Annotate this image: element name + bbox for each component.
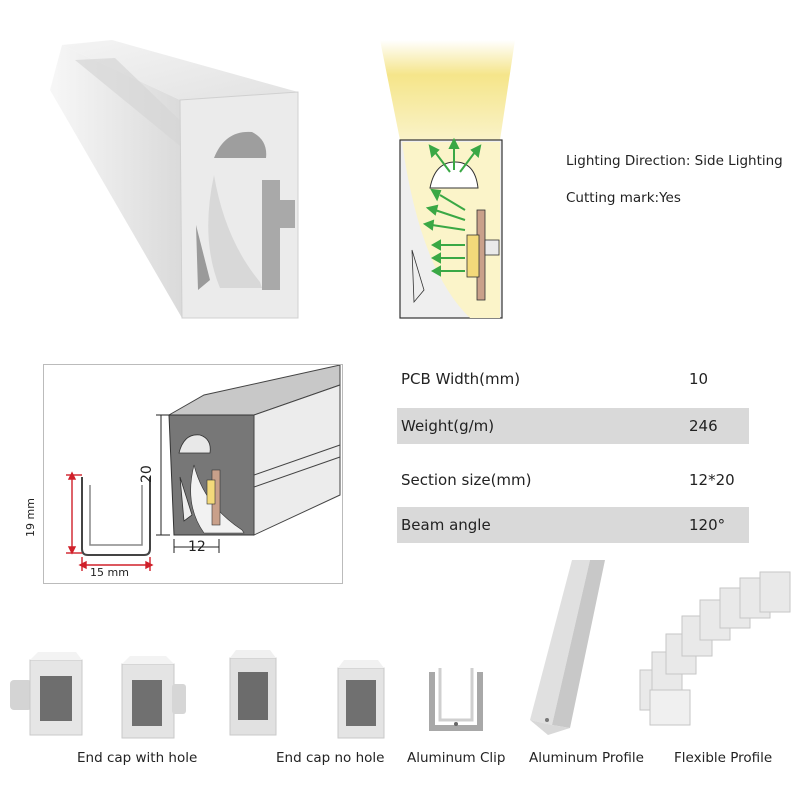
clip-height-label: 19 mm [24, 498, 37, 537]
spec-value: 10 [689, 370, 709, 388]
accessories-images [10, 560, 791, 739]
spec-row: Weight(g/m) 246 [397, 408, 749, 444]
clip-width-label: 15 mm [90, 566, 129, 579]
aluminum-clip-label: Aluminum Clip [407, 750, 506, 766]
end-cap-no-hole-image-2 [337, 660, 385, 739]
flexible-profile-label: Flexible Profile [674, 750, 773, 766]
aluminum-clip-image [429, 668, 483, 731]
aluminum-profile-image [530, 560, 605, 735]
spec-label: Weight(g/m) [401, 417, 495, 435]
spec-label: PCB Width(mm) [401, 370, 521, 388]
flexible-profile-image [639, 571, 791, 726]
light-direction-diagram [380, 40, 515, 319]
spec-value: 246 [689, 417, 718, 435]
spec-label: Beam angle [401, 516, 491, 534]
end-cap-hole-image [121, 656, 186, 739]
end-cap-with-hole-label: End cap with hole [77, 750, 198, 766]
spec-row: Beam angle 120° [397, 507, 749, 543]
spec-label: Section size(mm) [401, 471, 532, 489]
end-cap-no-hole-label: End cap no hole [276, 750, 385, 766]
end-cap-with-hole-image [10, 652, 83, 736]
dimension-drawing-box: 19 mm 15 mm 20 12 [24, 364, 343, 584]
profile-width-label: 12 [188, 539, 206, 555]
spec-value: 12*20 [689, 471, 735, 489]
profile-height-label: 20 [139, 465, 155, 483]
spec-row: Section size(mm) 12*20 [397, 462, 749, 498]
spec-row: PCB Width(mm) 10 [397, 361, 749, 397]
end-cap-no-hole-image [229, 650, 277, 736]
cutting-mark-text: Cutting mark:Yes [566, 190, 681, 206]
spec-value: 120° [689, 516, 726, 534]
lighting-direction-text: Lighting Direction: Side Lighting [566, 153, 783, 169]
dimension-drawing [66, 364, 341, 571]
neon-profile-render [50, 40, 299, 319]
aluminum-profile-label: Aluminum Profile [529, 750, 644, 766]
